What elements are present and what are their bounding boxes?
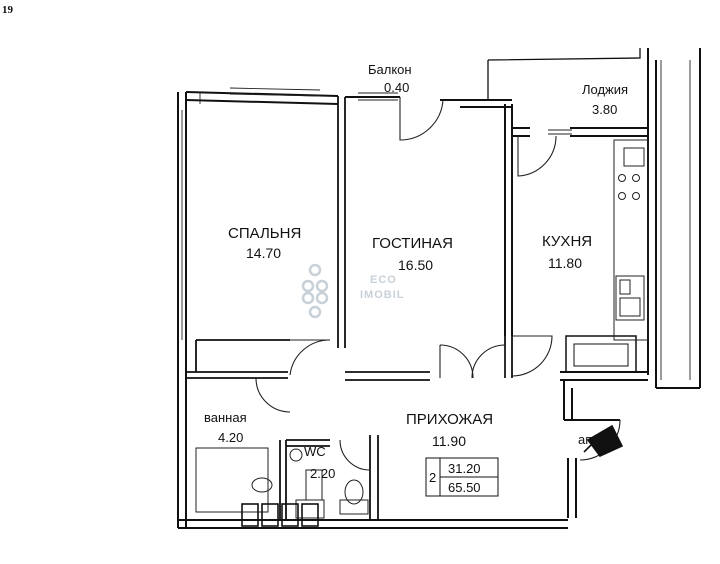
doors — [255, 97, 621, 471]
wc-name: WC — [304, 444, 326, 459]
bedroom-area: 14.70 — [246, 245, 281, 261]
windows — [181, 60, 691, 380]
bath-fixtures — [195, 447, 369, 519]
interior-walls — [186, 96, 637, 520]
entrance-marker — [583, 424, 624, 457]
wc-area: 2.20 — [310, 466, 335, 481]
balcony-area: 0.40 — [384, 80, 409, 95]
bedroom-name: СПАЛЬНЯ — [228, 225, 301, 242]
loggia-name: Лоджия — [582, 82, 628, 97]
watermark-line-1: ECO — [370, 274, 397, 286]
kitchen-fixtures — [613, 139, 649, 341]
living-area: 16.50 — [398, 257, 433, 273]
watermark-line-2: IMOBIL — [360, 289, 405, 301]
page-number: 19 — [2, 4, 14, 16]
bath-name: ванная — [204, 410, 247, 425]
bath-area: 4.20 — [218, 430, 243, 445]
room-labels: Балкон 0.40 Лоджия 3.80 СПАЛЬНЯ 14.70 ГО… — [204, 62, 628, 481]
kitchen-area: 11.80 — [548, 255, 582, 271]
outer-walls — [177, 48, 701, 529]
kitchen-name: КУХНЯ — [542, 233, 592, 250]
hall-area: 11.90 — [432, 433, 466, 449]
watermark: ECO IMOBIL — [301, 263, 405, 319]
summary-living-area: 31.20 — [448, 461, 481, 476]
living-name: ГОСТИНАЯ — [372, 235, 453, 252]
utility-boxes — [241, 503, 319, 527]
hall-name: ПРИХОЖАЯ — [406, 411, 493, 428]
summary-total-area: 65.50 — [448, 480, 481, 495]
loggia-area: 3.80 — [592, 102, 617, 117]
balcony-name: Балкон — [368, 62, 412, 77]
entrance-label: ап — [578, 432, 592, 447]
area-summary-box: 2 31.20 65.50 — [425, 457, 499, 497]
summary-room-count: 2 — [429, 470, 436, 485]
